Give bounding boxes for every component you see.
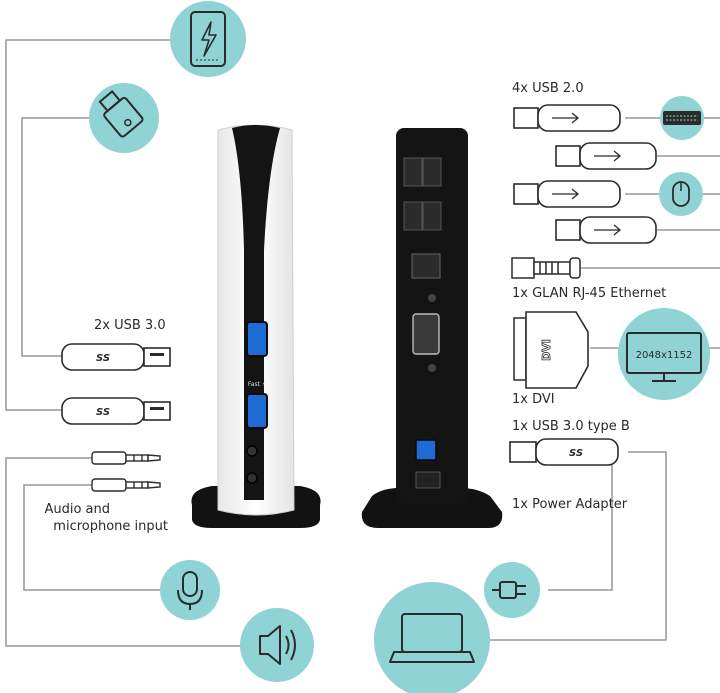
cable-speaker (5, 457, 242, 647)
keyboard-icon (660, 96, 704, 140)
usb2-plug-1 (513, 104, 621, 132)
dock-back (361, 128, 503, 528)
cable-power-bank (5, 39, 170, 411)
label-audio-line2: microphone input (53, 519, 168, 534)
usb2-plug-2 (555, 142, 657, 170)
front-port-text: Fast ⚡ (248, 381, 266, 388)
dock-front: Fast ⚡ (191, 124, 321, 528)
cable-microphone (23, 484, 162, 591)
label-usb3b: 1x USB 3.0 type B (512, 419, 630, 434)
label-dvi: 1x DVI (512, 392, 555, 407)
svg-text:SS: SS (96, 353, 110, 364)
usb2-plug-4 (555, 216, 657, 244)
power-bank-icon (170, 1, 246, 77)
monitor-resolution: 2048x1152 (636, 350, 693, 361)
usb3b-plug: SS (509, 438, 619, 466)
svg-text:SS: SS (96, 407, 110, 418)
dvi-plug: DVI (513, 311, 589, 389)
audio-jack-1 (91, 451, 161, 465)
microphone-icon (160, 560, 220, 620)
usb-stick-icon (89, 83, 159, 153)
mouse-icon (659, 172, 703, 216)
usb2-plug-3 (513, 180, 621, 208)
cable-power (548, 456, 613, 591)
label-audio-line1: Audio and (44, 502, 110, 517)
cable-usb-stick (21, 117, 90, 357)
monitor-icon: 2048x1152 (618, 308, 710, 400)
usb3-plug-2: SS (61, 397, 171, 425)
speaker-icon (240, 608, 314, 682)
label-power: 1x Power Adapter (512, 497, 628, 512)
label-ethernet: 1x GLAN RJ-45 Ethernet (512, 286, 667, 301)
laptop-icon (374, 582, 490, 693)
ethernet-plug (511, 257, 581, 279)
svg-text:SS: SS (569, 448, 583, 459)
svg-text:DVI: DVI (540, 339, 553, 361)
label-usb2: 4x USB 2.0 (512, 81, 584, 96)
power-plug-icon (484, 562, 540, 618)
audio-jack-2 (91, 478, 161, 492)
cable-usb3b (470, 451, 667, 641)
usb3-plug-1: SS (61, 343, 171, 371)
label-usb3: 2x USB 3.0 (94, 318, 166, 333)
